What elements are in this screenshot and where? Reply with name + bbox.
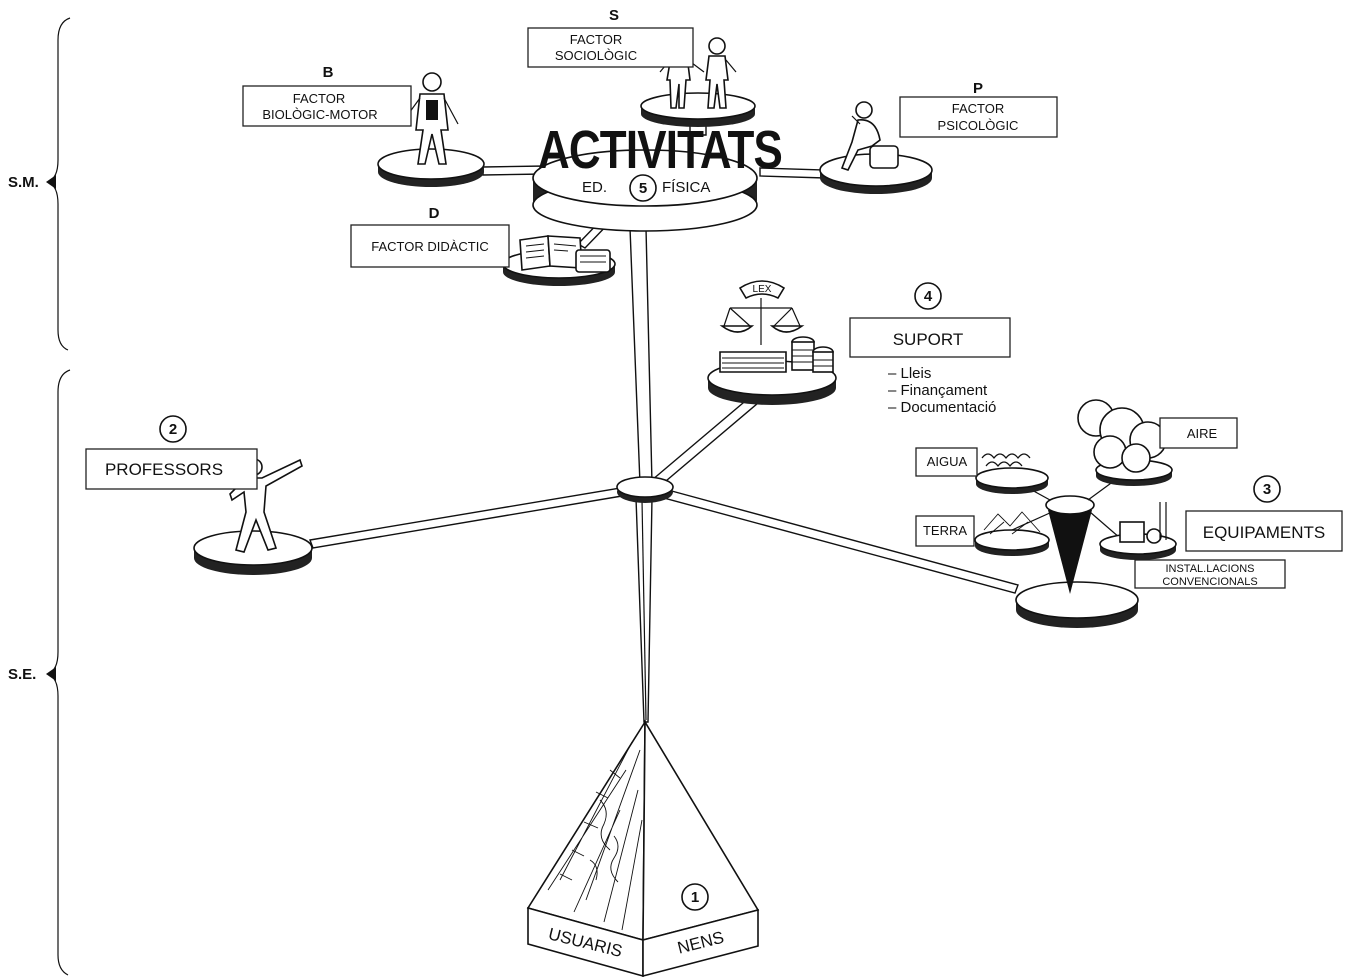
land-terrain-icon bbox=[983, 511, 1041, 535]
label-se: S.E. bbox=[8, 666, 36, 683]
number-2: 2 bbox=[169, 421, 177, 438]
bio-factor-box bbox=[242, 85, 412, 127]
activities-platform: ACTIVITATS ED. 5 FÍSICA bbox=[532, 120, 783, 232]
number-1: 1 bbox=[691, 889, 699, 906]
psycho-factor-line2: PSICOLÒGIC bbox=[938, 118, 1019, 133]
bio-factor-line2: BIOLÒGIC-MOTOR bbox=[262, 107, 377, 122]
aigua-label: AIGUA bbox=[927, 454, 968, 469]
support-item-financing: – Finançament bbox=[888, 382, 988, 399]
label-sm: S.M. bbox=[8, 174, 39, 191]
scales-of-justice-icon: LEX bbox=[719, 280, 805, 345]
aigua-box bbox=[915, 447, 978, 477]
bio-factor: FACTOR BIOLÒGIC-MOTOR B bbox=[242, 64, 485, 187]
bracket-se: S.E. bbox=[8, 369, 71, 976]
social-factor-letter: S bbox=[609, 7, 619, 24]
number-1-circle bbox=[681, 883, 709, 911]
cloud-icon bbox=[1077, 399, 1167, 473]
number-4: 4 bbox=[924, 288, 933, 305]
support-label: SUPORT bbox=[893, 330, 964, 349]
human-anatomy-icon bbox=[403, 72, 459, 165]
installations-line1: INSTAL.LACIONS bbox=[1165, 563, 1254, 575]
books-icon bbox=[519, 235, 611, 273]
professors-node: PROFESSORS 2 bbox=[85, 415, 313, 575]
support-item-documentation: – Documentació bbox=[888, 399, 996, 416]
installations-line2: CONVENCIONALS bbox=[1162, 576, 1257, 588]
professors-box bbox=[85, 448, 258, 490]
users-right-face bbox=[642, 908, 759, 978]
professors-label: PROFESSORS bbox=[105, 460, 223, 479]
bio-factor-letter: B bbox=[323, 64, 334, 81]
social-factor-box bbox=[527, 27, 694, 68]
psycho-factor: FACTOR PSICOLÒGIC P bbox=[819, 80, 1058, 194]
number-5: 5 bbox=[639, 180, 647, 197]
psycho-factor-box bbox=[899, 96, 1058, 138]
number-2-circle bbox=[159, 415, 187, 443]
activities-title: ACTIVITATS bbox=[538, 120, 782, 180]
didactic-factor-box bbox=[350, 224, 510, 268]
number-3: 3 bbox=[1263, 481, 1271, 498]
aire-label: AIRE bbox=[1187, 426, 1218, 441]
didactic-factor-letter: D bbox=[429, 205, 440, 222]
support-item-laws: – Lleis bbox=[888, 365, 931, 382]
papers-and-coins-icon bbox=[719, 336, 834, 373]
equipments-box bbox=[1185, 510, 1343, 552]
sports-facilities-icon bbox=[1119, 502, 1167, 544]
users-pyramid: USUARIS NENS 1 bbox=[526, 719, 760, 978]
equipments-label: EQUIPAMENTS bbox=[1203, 523, 1325, 542]
central-hub bbox=[616, 476, 674, 503]
support-box bbox=[849, 317, 1011, 358]
social-factor-line1: FACTOR bbox=[570, 32, 623, 47]
number-4-circle bbox=[914, 282, 942, 310]
didactic-factor: FACTOR DIDÀCTIC D bbox=[350, 205, 616, 286]
social-factor-line2: SOCIOLÒGIC bbox=[555, 48, 637, 63]
lex-label: LEX bbox=[753, 284, 772, 295]
number-3-circle bbox=[1253, 475, 1281, 503]
psycho-factor-line1: FACTOR bbox=[952, 101, 1005, 116]
activities-fisica: FÍSICA bbox=[662, 179, 710, 196]
social-factor: FACTOR SOCIOLÒGIC S bbox=[527, 7, 756, 127]
bracket-sm: S.M. bbox=[8, 17, 71, 351]
terra-box bbox=[915, 515, 975, 547]
water-waves-icon bbox=[981, 453, 1031, 467]
number-5-circle bbox=[629, 174, 657, 202]
equipments-node: AIGUA AIRE TERRA INSTAL.LACIONS CONVENCI… bbox=[915, 399, 1343, 628]
thinking-person-icon bbox=[840, 101, 899, 171]
didactic-factor-line1: FACTOR DIDÀCTIC bbox=[371, 239, 489, 254]
support-node: LEX SUPORT 4 – Lleis – Finançament – Doc… bbox=[707, 280, 1011, 416]
pyramid-texture bbox=[547, 741, 643, 931]
activities-ed: ED. bbox=[582, 179, 607, 196]
psycho-factor-letter: P bbox=[973, 80, 983, 97]
aire-box bbox=[1159, 417, 1238, 449]
bio-factor-line1: FACTOR bbox=[293, 91, 346, 106]
installations-box bbox=[1134, 559, 1286, 589]
terra-label: TERRA bbox=[923, 523, 967, 538]
